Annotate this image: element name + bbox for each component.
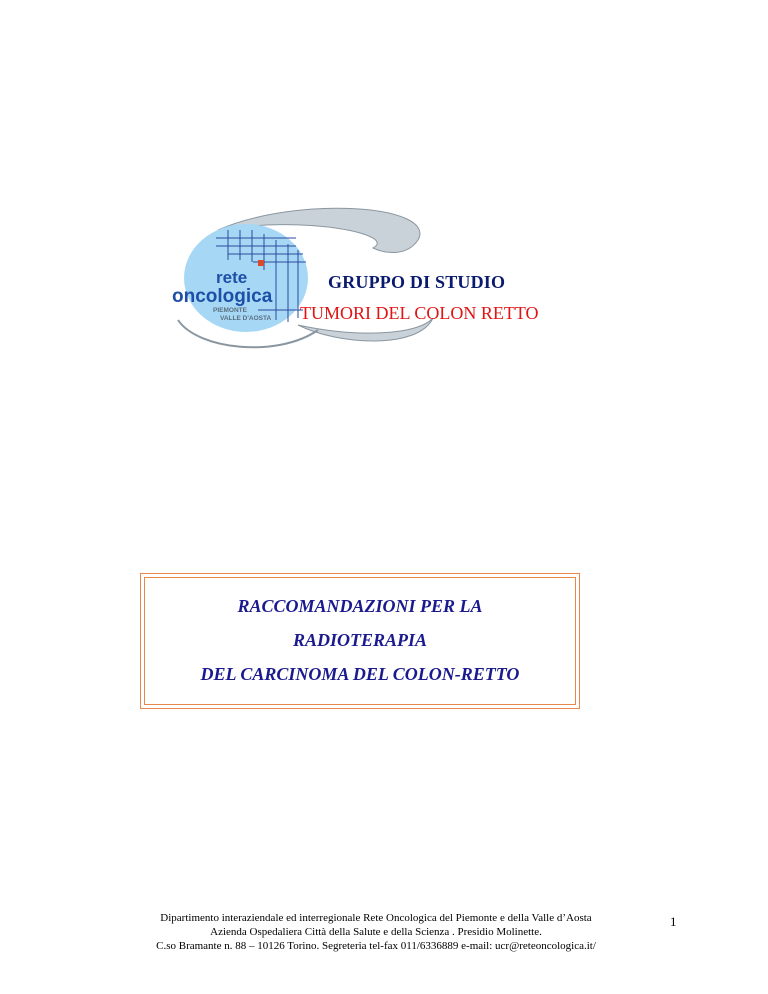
page-footer: Dipartimento interaziendale ed interregi… <box>100 911 652 953</box>
logo-region-piemonte: PIEMONTE <box>213 307 248 314</box>
logo-ellipse <box>184 224 308 332</box>
logo-grid <box>216 230 306 322</box>
footer-line-1: Dipartimento interaziendale ed interregi… <box>160 912 592 924</box>
group-subtitle: TUMORI DEL COLON RETTO <box>300 303 539 323</box>
logo-accent-square <box>258 260 264 266</box>
document-title-line-2: RADIOTERAPIA <box>292 630 428 650</box>
logo-word-oncologica: oncologica <box>172 286 273 307</box>
group-title: GRUPPO DI STUDIO <box>328 272 506 292</box>
page-number: 1 <box>670 914 677 929</box>
rete-oncologica-logo: rete oncologica PIEMONTE VALLE D'AOSTA <box>158 200 618 360</box>
footer-line-2: Azienda Ospedaliera Città della Salute e… <box>210 926 542 938</box>
logo-region-valle: VALLE D'AOSTA <box>220 315 271 322</box>
footer-line-3: C.so Bramante n. 88 – 10126 Torino. Segr… <box>156 940 596 952</box>
logo-swoosh-tail <box>177 319 319 349</box>
logo-graphic: rete oncologica PIEMONTE VALLE D'AOSTA <box>172 207 434 349</box>
document-title-box: RACCOMANDAZIONI PER LA RADIOTERAPIA DEL … <box>140 573 580 709</box>
document-title-line-3: DEL CARCINOMA DEL COLON-RETTO <box>200 664 520 684</box>
logo-swoosh-bottom <box>297 317 434 342</box>
logo-swoosh-top <box>217 207 421 253</box>
logo-word-rete: rete <box>216 268 247 287</box>
document-title-line-1: RACCOMANDAZIONI PER LA <box>237 596 483 616</box>
